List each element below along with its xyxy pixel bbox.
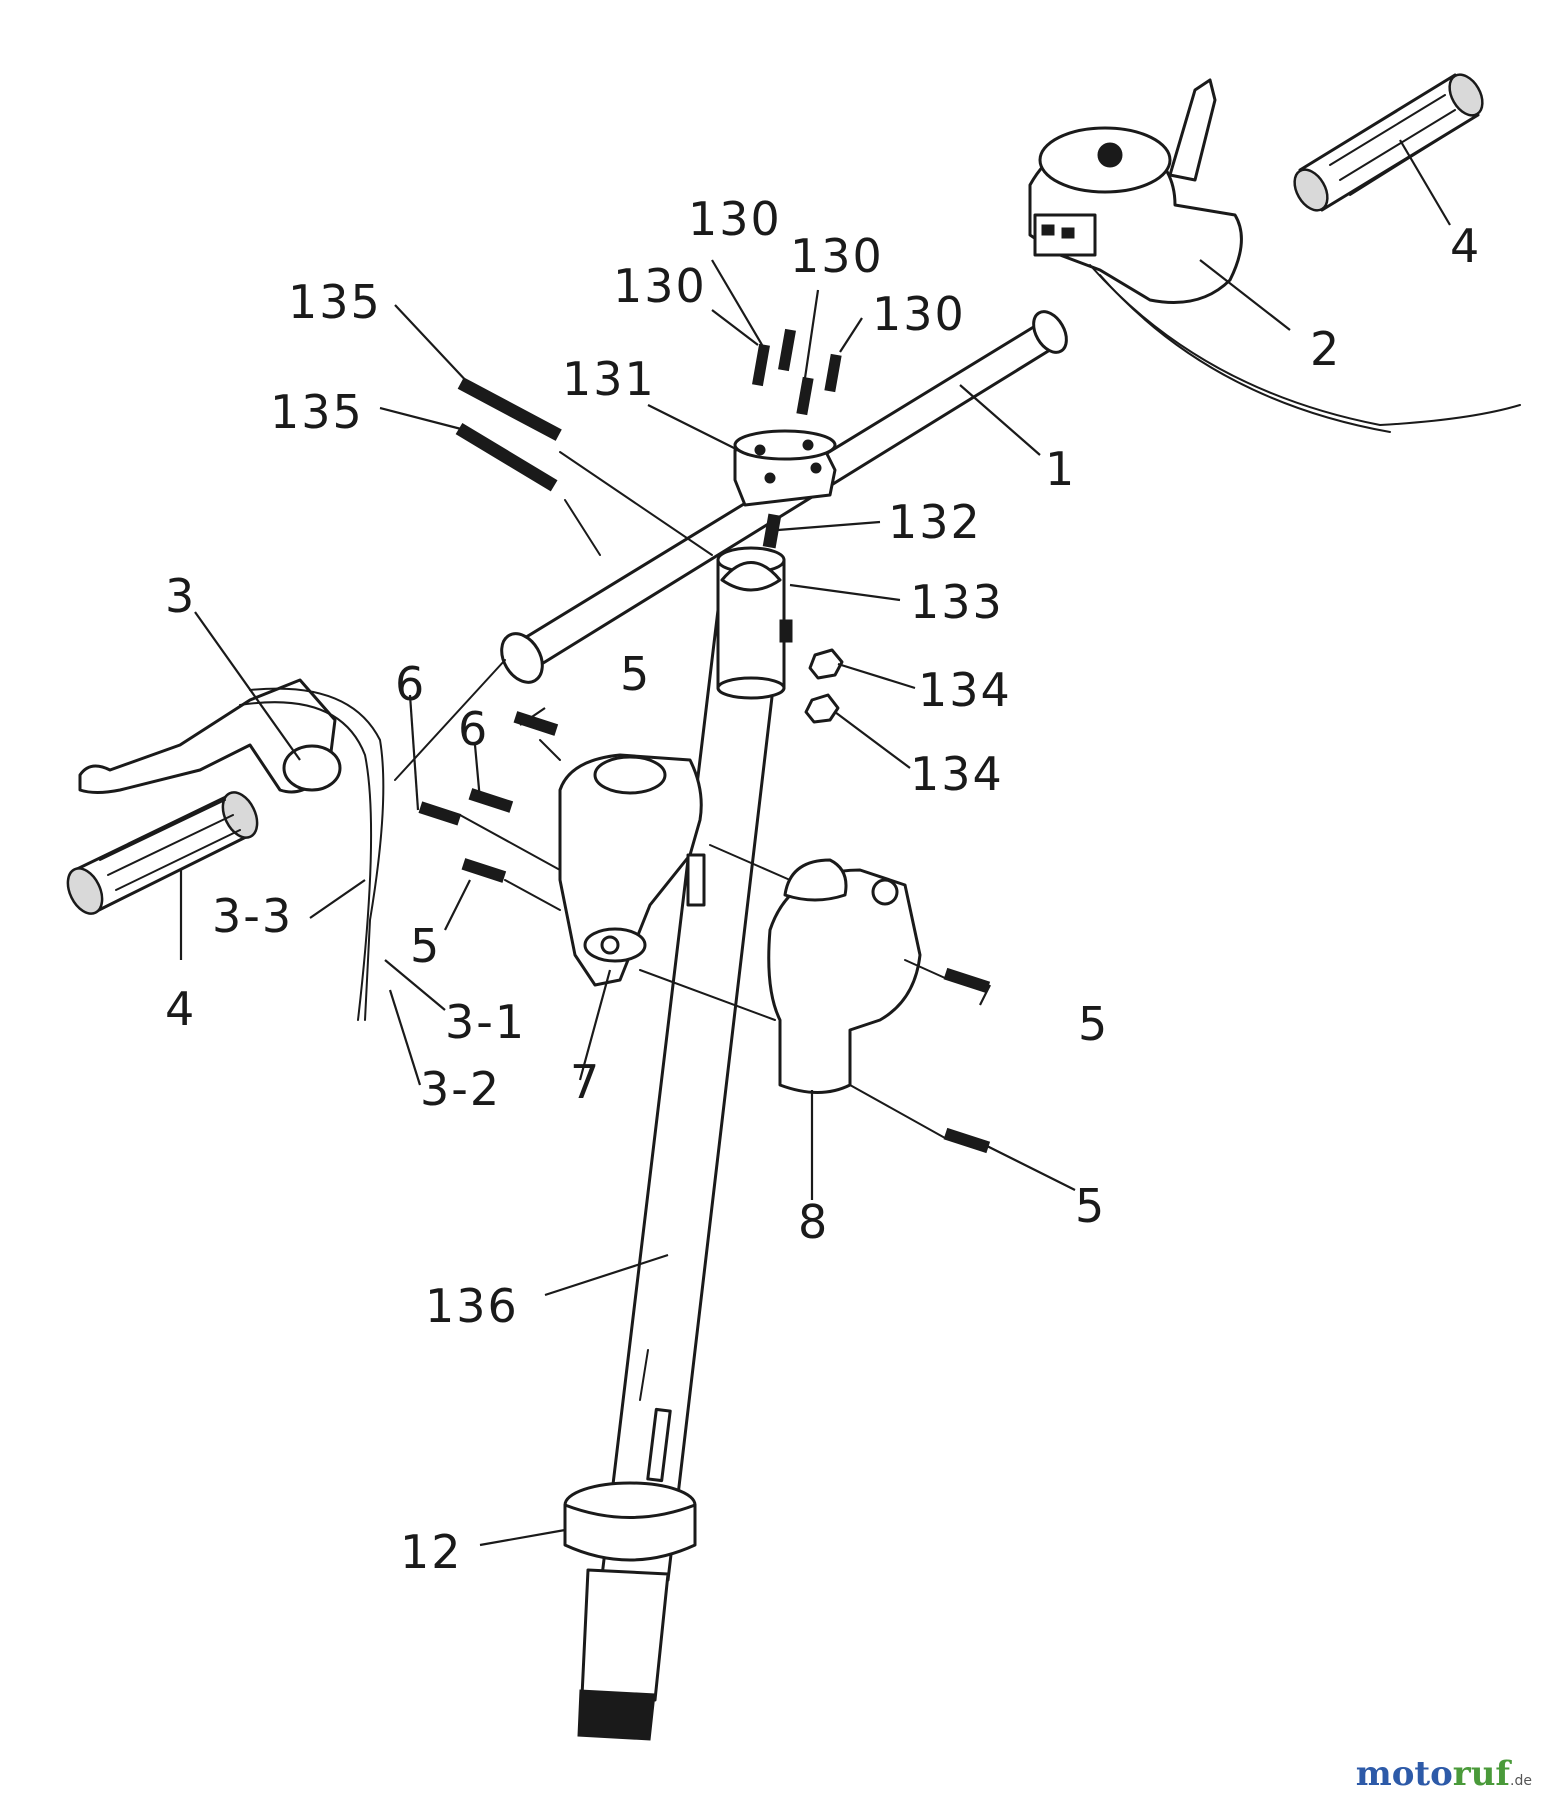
nuts-134 <box>804 648 844 724</box>
clamp-131 <box>733 429 837 507</box>
bracket-7 <box>558 753 706 987</box>
collar-12 <box>563 1481 697 1741</box>
label-133: 133 <box>910 575 1004 629</box>
label-132: 132 <box>888 495 982 549</box>
label-3-2: 3-2 <box>420 1062 501 1116</box>
label-3: 3 <box>165 569 196 623</box>
housing-8 <box>767 858 922 1094</box>
part-labels: 130 130 130 130 135 135 131 132 133 134 … <box>165 192 1481 1579</box>
label-1: 1 <box>1045 442 1076 496</box>
label-3-3: 3-3 <box>212 889 293 943</box>
label-6-b: 6 <box>458 702 489 756</box>
leader-lines <box>179 139 1451 1547</box>
label-130-b: 130 <box>790 229 884 283</box>
label-135-a: 135 <box>288 275 382 329</box>
label-131: 131 <box>562 352 656 406</box>
label-8: 8 <box>798 1195 829 1249</box>
screw-132 <box>762 513 782 549</box>
assembly-lines <box>394 659 946 1139</box>
watermark-logo: motoruf.de <box>1356 1754 1532 1794</box>
label-6-a: 6 <box>395 657 426 711</box>
left-grip-4 <box>66 791 259 915</box>
label-130-c: 130 <box>613 259 707 313</box>
label-130-a: 130 <box>688 192 782 246</box>
watermark-part2: ruf <box>1452 1754 1511 1794</box>
label-12: 12 <box>400 1525 463 1579</box>
throttle-housing-2 <box>1028 78 1521 433</box>
label-5-a: 5 <box>620 647 651 701</box>
watermark-tld: .de <box>1510 1773 1532 1789</box>
label-136: 136 <box>425 1279 519 1333</box>
watermark-part1: moto <box>1355 1754 1453 1794</box>
small-screws <box>418 711 991 1154</box>
label-135-b: 135 <box>270 385 364 439</box>
label-5-b: 5 <box>410 919 441 973</box>
upper-sleeve <box>716 546 793 700</box>
label-134-a: 134 <box>918 663 1012 717</box>
label-5-d: 5 <box>1075 1179 1106 1233</box>
label-4-left: 4 <box>165 982 196 1036</box>
label-7: 7 <box>570 1055 601 1109</box>
right-grip-4 <box>1293 73 1484 212</box>
screws-130 <box>752 328 842 416</box>
label-130-d: 130 <box>872 287 966 341</box>
label-134-b: 134 <box>910 747 1004 801</box>
label-3-1: 3-1 <box>445 995 526 1049</box>
label-4-right: 4 <box>1450 219 1481 273</box>
label-5-c: 5 <box>1078 997 1109 1051</box>
label-2: 2 <box>1310 322 1341 376</box>
